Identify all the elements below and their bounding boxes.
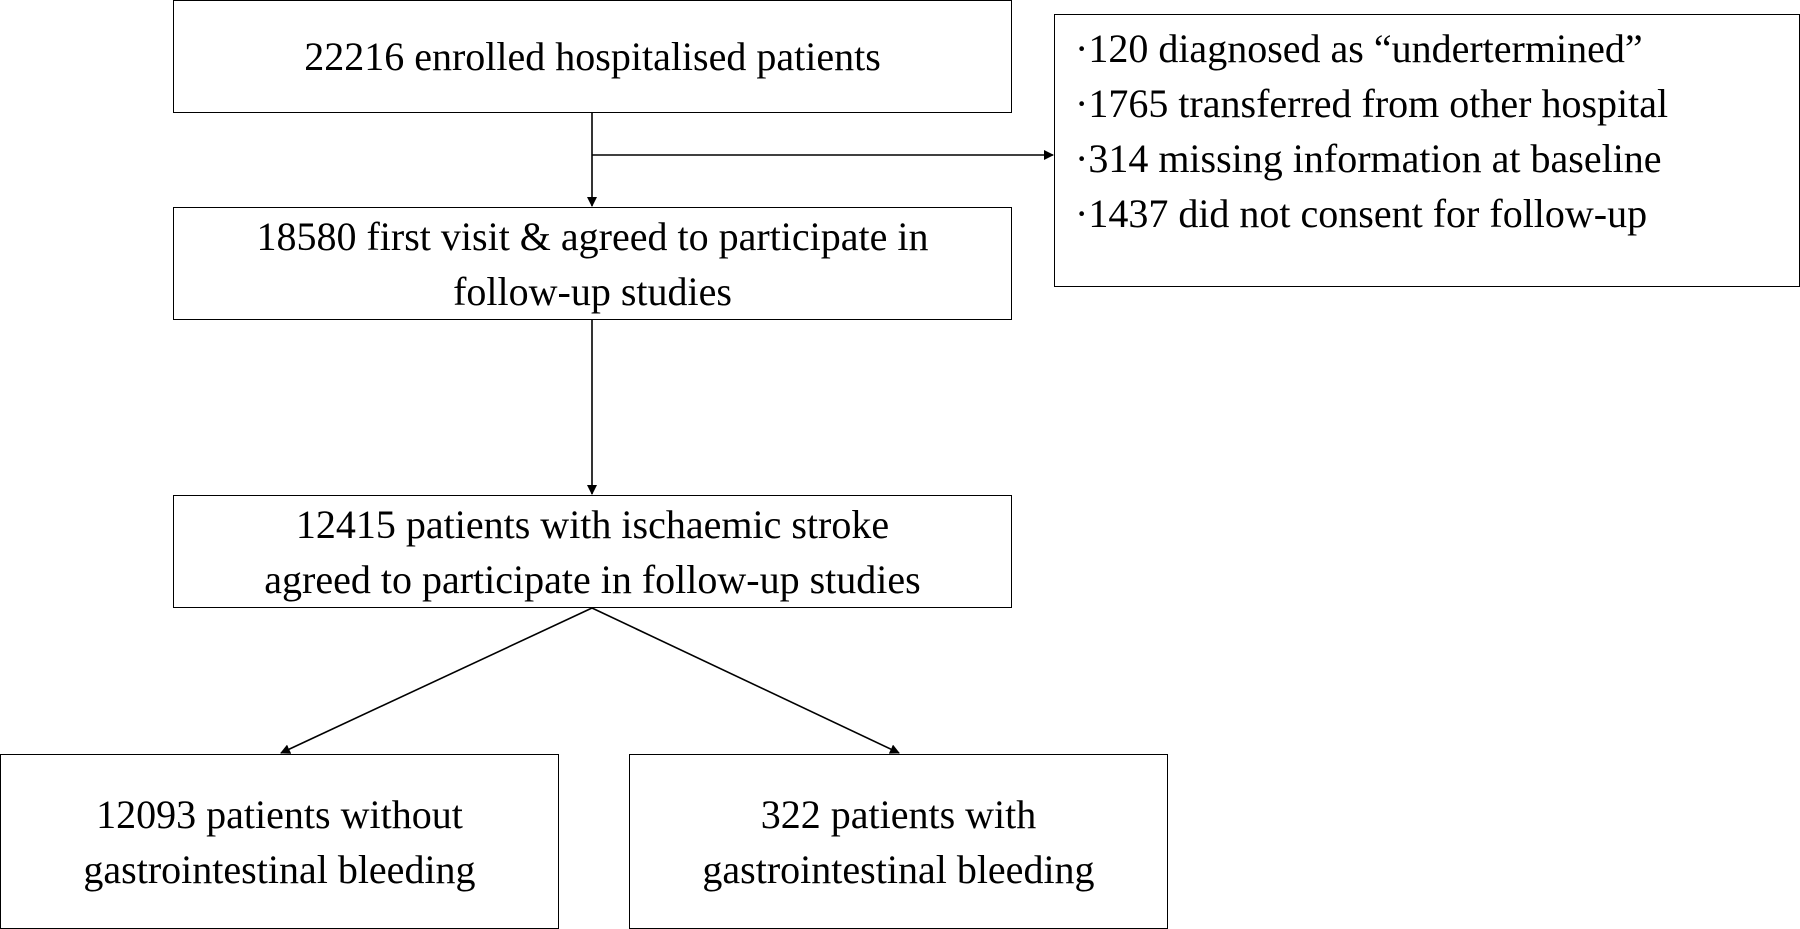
ischaemic-line-2: agreed to participate in follow-up studi… [264,556,921,602]
ischaemic-line-1: 12415 patients with ischaemic stroke [295,501,890,547]
first-visit-line-2: follow-up studies [453,268,732,314]
without-gi-line-1: 12093 patients without [96,791,463,837]
exclusion-missing-info: ·314 missing information at baseline [1075,136,1662,181]
enrolled-patients-box: 22216 enrolled hospitalised patients [173,0,1012,113]
arrow-ischaemic-to-without-gi [280,607,593,754]
with-gi-line-1: 322 patients with [760,791,1037,837]
without-gi-line-2: gastrointestinal bleeding [83,846,476,892]
without-gi-bleeding-box: 12093 patients without gastrointestinal … [0,754,559,929]
first-visit-box: 18580 first visit & agreed to participat… [173,207,1012,320]
arrow-ischaemic-to-with-gi [591,607,900,754]
exclusion-undetermined: ·120 diagnosed as “undertermined” [1075,26,1643,71]
exclusions-box: ·120 diagnosed as “undertermined” ·1765 … [1054,14,1800,287]
enrolled-line-1: 22216 enrolled hospitalised patients [304,34,881,79]
exclusion-no-consent: ·1437 did not consent for follow-up [1075,191,1648,236]
exclusion-transferred: ·1765 transferred from other hospital [1075,81,1669,126]
with-gi-bleeding-box: 322 patients with gastrointestinal bleed… [629,754,1168,929]
first-visit-line-1: 18580 first visit & agreed to participat… [256,213,929,259]
ischaemic-stroke-box: 12415 patients with ischaemic stroke agr… [173,495,1012,608]
with-gi-line-2: gastrointestinal bleeding [702,846,1095,892]
